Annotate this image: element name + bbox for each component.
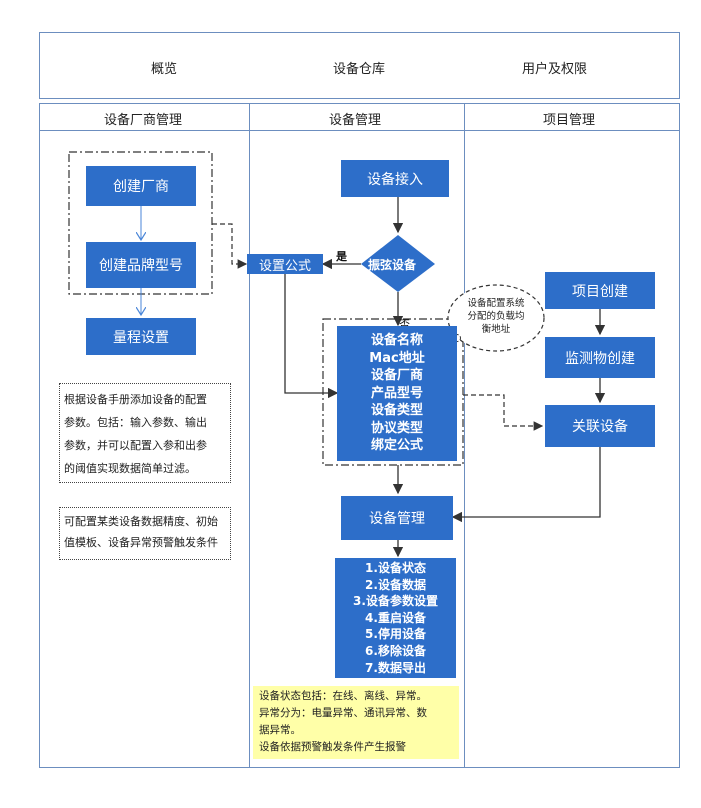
vibrating-device-diamond [361, 235, 435, 292]
precision-template-note-line-1: 可配置某类设备数据精度、初始 [64, 515, 218, 528]
lane-title-device: 设备管理 [329, 113, 382, 128]
sticky-line-3: 据异常。 [259, 724, 301, 736]
sticky-line-1: 设备状态包括：在线、离线、异常。 [259, 690, 427, 702]
callout-line-1: 设备配置系统 [467, 298, 525, 309]
create-brand-model-node[interactable]: 创建品牌型号 [86, 242, 196, 288]
tab-users-permissions[interactable]: 用户及权限 [522, 62, 588, 77]
create-vendor-node[interactable]: 创建厂商 [86, 166, 196, 206]
lane-title-vendor: 设备厂商管理 [104, 113, 183, 128]
attr-bind-formula: 绑定公式 [370, 438, 423, 453]
load-balance-callout-text: 设备配置系统 分配的负载均 衡地址 [456, 297, 536, 336]
precision-template-note [59, 507, 231, 560]
tab-device-warehouse[interactable]: 设备仓库 [333, 62, 386, 77]
device-functions-node[interactable]: 1.设备状态 2.设备数据 3.设备参数设置 4.重启设备 5.停用设备 6.移… [335, 558, 456, 678]
func-device-data: 2.设备数据 [365, 577, 426, 592]
vibrating-device-label[interactable]: 振弦设备 [368, 258, 417, 272]
no-label: 否 [399, 318, 410, 331]
attr-device-name: 设备名称 [370, 333, 423, 348]
load-balance-callout [447, 284, 545, 352]
sticky-line-2: 异常分为：电量异常、通讯异常、数 [259, 707, 427, 719]
func-disable-device: 5.停用设备 [365, 627, 426, 642]
monitor-object-create-node[interactable]: 监测物创建 [545, 337, 655, 378]
func-restart-device: 4.重启设备 [365, 610, 426, 625]
set-formula-node[interactable]: 设置公式 [247, 254, 323, 274]
lane-title-project: 项目管理 [543, 113, 596, 128]
attr-vendor: 设备厂商 [370, 368, 423, 383]
swimlane-frame [39, 103, 680, 768]
project-create-node[interactable]: 项目创建 [545, 272, 655, 309]
range-setting-node[interactable]: 量程设置 [86, 318, 196, 355]
vendor-config-note-line-4: 的阈值实现数据简单过滤。 [64, 462, 196, 475]
func-remove-device: 6.移除设备 [365, 643, 426, 658]
sticky-line-4: 设备依据预警触发条件产生报警 [259, 741, 406, 753]
attr-device-type: 设备类型 [370, 403, 423, 418]
attr-product-model: 产品型号 [370, 385, 423, 401]
lane-divider-1 [249, 103, 250, 768]
yes-label: 是 [336, 250, 347, 263]
vendor-config-note-line-1: 根据设备手册添加设备的配置 [64, 393, 207, 406]
func-export-data: 7.数据导出 [365, 660, 426, 675]
tab-overview[interactable]: 概览 [151, 62, 178, 77]
device-attributes-node[interactable]: 设备名称 Mac地址 设备厂商 产品型号 设备类型 协议类型 绑定公式 [337, 326, 457, 461]
attr-mac-address: Mac地址 [369, 350, 425, 366]
precision-template-note-line-2: 值模板、设备异常预警触发条件 [64, 536, 218, 549]
vendor-config-note [59, 383, 231, 483]
header-frame [39, 32, 680, 99]
device-management-node[interactable]: 设备管理 [341, 496, 453, 540]
callout-line-2: 分配的负载均 [467, 311, 525, 322]
device-access-node[interactable]: 设备接入 [341, 160, 449, 197]
lane-divider-2 [464, 103, 465, 768]
device-status-sticky-note: 设备状态包括：在线、离线、异常。 异常分为：电量异常、通讯异常、数 据异常。 设… [253, 686, 459, 759]
link-device-node[interactable]: 关联设备 [545, 405, 655, 447]
lane-header-divider [39, 130, 680, 131]
vendor-config-note-line-3: 参数，并可以配置入参和出参 [64, 439, 207, 452]
vendor-config-note-line-2: 参数。包括：输入参数、输出 [64, 416, 207, 429]
func-param-settings: 3.设备参数设置 [353, 594, 438, 609]
callout-line-3: 衡地址 [481, 324, 511, 335]
attr-protocol-type: 协议类型 [370, 420, 423, 436]
func-device-status: 1.设备状态 [365, 561, 426, 575]
